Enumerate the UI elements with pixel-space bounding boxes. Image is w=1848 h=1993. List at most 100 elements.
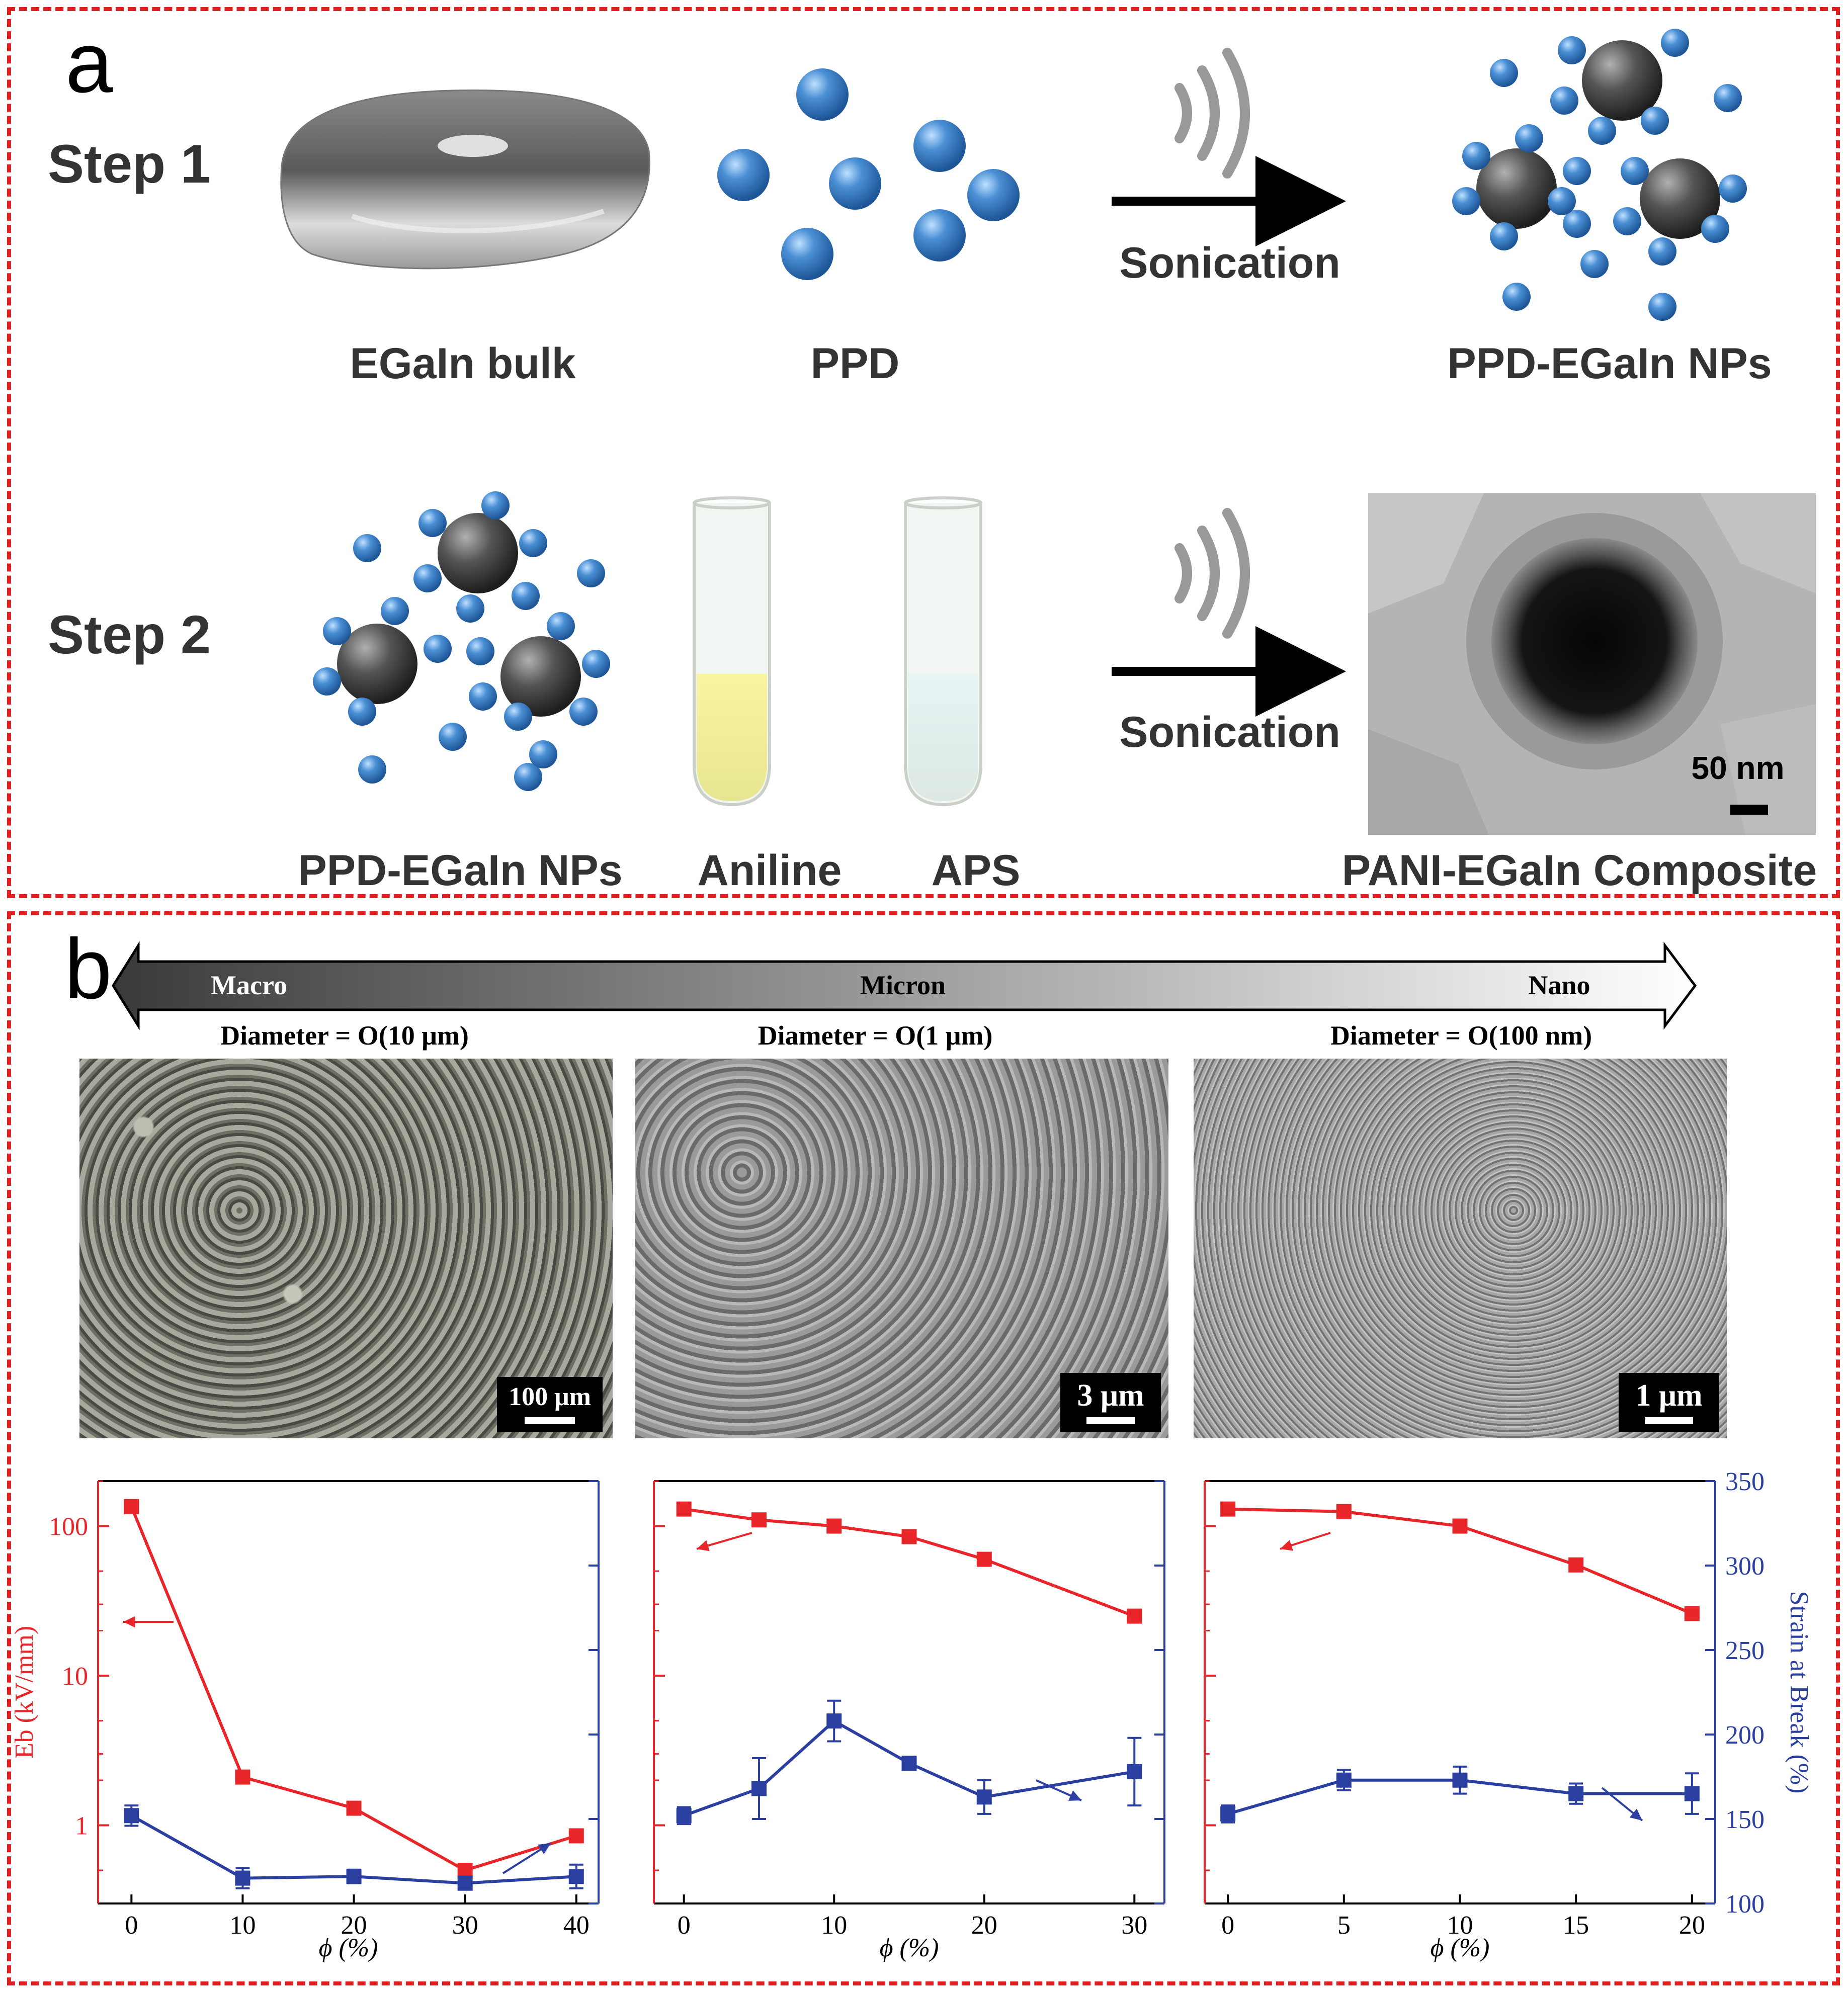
scalebar-nano-label: 1 μm: [1635, 1378, 1703, 1413]
scalebar-micron: 3 μm: [1060, 1373, 1161, 1432]
aniline-label: Aniline: [697, 846, 842, 895]
chart2-series1-point: [1336, 1772, 1352, 1788]
chart0-series0-point: [346, 1800, 362, 1816]
chart2-series1-point: [1568, 1786, 1584, 1801]
sonication-label-1: Sonication: [1119, 239, 1340, 287]
chart0-series1-point: [346, 1869, 362, 1884]
chart2-x-tick-label: 15: [1563, 1911, 1589, 1940]
chart0-left-tick-label: 1: [75, 1811, 88, 1840]
chart0-x-tick-label: 0: [125, 1911, 138, 1940]
aniline-test-tube: [693, 496, 771, 807]
chart2-x-tick-label: 20: [1679, 1911, 1705, 1940]
chart2-right-y-label: Strain at Break (%): [1785, 1591, 1813, 1794]
ppd-egain-nps-cluster-2: [313, 491, 610, 791]
chart0-x-tick-label: 30: [452, 1911, 478, 1940]
chart1-series0-point: [1127, 1608, 1142, 1624]
micrograph-macro: [79, 1059, 613, 1438]
chart2-blue-axis-arrow-head: [1629, 1808, 1642, 1821]
scalebar-macro-bar: [525, 1417, 575, 1424]
chart1-red-axis-arrow-head: [697, 1540, 710, 1551]
panel-b-letter: b: [64, 921, 112, 1017]
scalebar-micron-label: 3 μm: [1077, 1378, 1144, 1413]
chart0-series0-point: [124, 1499, 139, 1514]
chart1-series1-point: [751, 1781, 767, 1796]
chart1-series1-point: [826, 1713, 842, 1729]
scalebar-macro-label: 100 μm: [509, 1382, 591, 1411]
chart1-series1-point: [1127, 1764, 1142, 1779]
chart0-x-label: ϕ (%): [319, 1934, 378, 1962]
diameter-label-micron: Diameter = O(1 μm): [758, 1020, 993, 1051]
chart0-x-tick-label: 20: [341, 1911, 367, 1940]
chart2-right-tick-label: 300: [1725, 1552, 1765, 1581]
scale-arrow: [112, 941, 1697, 1030]
chart1-x-tick-label: 10: [821, 1911, 847, 1940]
chart2-series1-point: [1220, 1806, 1236, 1822]
chart2-right-tick-label: 200: [1725, 1721, 1765, 1750]
chart2-right-tick-label: 250: [1725, 1636, 1765, 1665]
chart2-right-tick-label: 100: [1725, 1890, 1765, 1919]
chart0-series1-point: [124, 1808, 139, 1824]
chart2-series0-point: [1452, 1518, 1468, 1534]
chart1-series0-point: [901, 1529, 917, 1544]
chart2-right-tick-label: 150: [1725, 1805, 1765, 1834]
chart2-series1-point: [1452, 1772, 1468, 1788]
chart2-right-tick-label: 350: [1725, 1467, 1765, 1496]
ppd-particles: [717, 68, 1020, 280]
chart2-x-label: ϕ (%): [1431, 1934, 1490, 1962]
chart2-red-axis-arrow-head: [1280, 1540, 1293, 1551]
panel-b: [7, 911, 1840, 1985]
scalebar-macro: 100 μm: [497, 1377, 603, 1432]
aps-test-tube: [904, 496, 982, 807]
chart2-x-tick-label: 5: [1337, 1911, 1351, 1940]
aps-label: APS: [931, 846, 1021, 895]
step2-label: Step 2: [48, 604, 211, 665]
chart1-series1-point: [976, 1789, 992, 1805]
ppd-egain-nps-label: PPD-EGaIn NPs: [1447, 339, 1772, 388]
sonication-waves-icon: [1174, 48, 1250, 179]
chart0-series1-point: [235, 1870, 250, 1886]
chart0-series1-point: [457, 1875, 473, 1891]
chart0-x-tick-label: 40: [563, 1911, 590, 1940]
chart1-series0-point: [826, 1518, 842, 1534]
panel-a-graphics: [280, 29, 1816, 835]
chart0-series0-point: [235, 1769, 250, 1785]
scale-macro-label: Macro: [211, 970, 287, 1000]
pani-egain-composite-label: PANI-EGaIn Composite: [1341, 846, 1817, 895]
chart2-series0-point: [1568, 1557, 1584, 1573]
diameter-label-nano: Diameter = O(100 nm): [1330, 1020, 1592, 1051]
chart0-series1-point: [568, 1869, 584, 1884]
chart2-series1-point: [1684, 1786, 1700, 1801]
chart1-series0-line: [684, 1507, 1135, 1618]
scale-micron-label: Micron: [860, 970, 946, 1000]
chart1-x-tick-label: 30: [1121, 1911, 1147, 1940]
chart2-x-tick-label: 10: [1447, 1911, 1473, 1940]
chart1-series0-point: [976, 1551, 992, 1567]
ppd-egain-nps-cluster-1: [1452, 29, 1747, 321]
chart2-series0-point: [1336, 1504, 1352, 1519]
chart2-series0-point: [1220, 1501, 1236, 1517]
scale-nano-label: Nano: [1528, 970, 1590, 1000]
tem-image: [1368, 493, 1816, 835]
chart0-x-tick-label: 10: [229, 1911, 256, 1940]
chart0-series0-point: [568, 1828, 584, 1844]
diameter-label-macro: Diameter = O(10 μm): [220, 1020, 469, 1051]
tem-scale-label: 50 nm: [1691, 750, 1785, 786]
chart1-series1-point: [676, 1808, 692, 1824]
sonication-label-2: Sonication: [1119, 708, 1340, 756]
chart1-series1-point: [901, 1756, 917, 1771]
chart1-x-label: ϕ (%): [880, 1934, 939, 1962]
chart1-x-tick-label: 20: [971, 1911, 997, 1940]
chart0-red-axis-arrow-head: [123, 1616, 135, 1628]
chart0-blue-axis-arrow-head: [538, 1843, 551, 1855]
chart0-left-y-label: Eb (kV/mm): [10, 1626, 39, 1759]
chart0-left-tick-label: 100: [49, 1513, 88, 1541]
panel-a-letter: a: [65, 15, 113, 111]
sonication-waves-icon-2: [1174, 508, 1250, 639]
chart1-blue-axis-arrow-head: [1068, 1790, 1081, 1801]
scalebar-nano-bar: [1645, 1417, 1693, 1424]
chart1-series1-line: [683, 1719, 1135, 1817]
scalebar-micron-bar: [1086, 1417, 1135, 1424]
egain-bulk-label: EGaIn bulk: [350, 339, 576, 388]
chart1-series0-point: [676, 1501, 692, 1517]
